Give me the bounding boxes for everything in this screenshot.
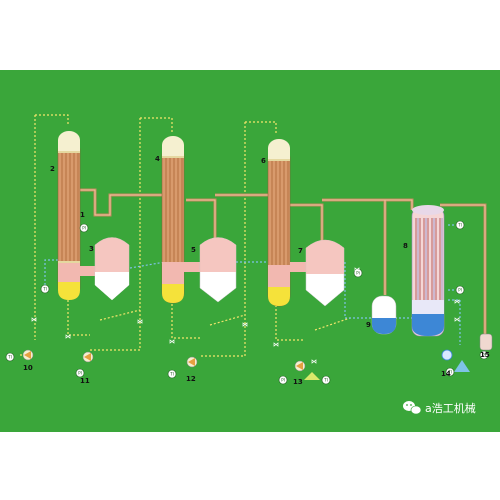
- instrument-tag: TI: [323, 378, 328, 383]
- instrument-tag: TI: [42, 287, 47, 292]
- separator-3: [290, 239, 345, 307]
- instrument-tags: TI PI TI PI TI PI TI PI TI PI TI PI: [7, 223, 486, 383]
- equipment-number: 14: [441, 370, 451, 378]
- valves: [31, 267, 460, 364]
- condenser: [411, 205, 445, 337]
- equipment-number: 11: [80, 377, 90, 385]
- instrument-tag: PI: [281, 378, 285, 383]
- instrument-tag: PI: [458, 288, 462, 293]
- vapor-pipes-highlight: [80, 189, 486, 338]
- equipment-number: 1: [80, 211, 85, 219]
- evaporator-3: [267, 139, 291, 307]
- feed-lines: [20, 114, 351, 357]
- instrument-bubbles: [5, 220, 489, 385]
- separator-1: [80, 237, 130, 301]
- equipment-number: 2: [50, 165, 55, 173]
- instrument-tag: TI: [169, 372, 174, 377]
- equipment-number: 7: [298, 247, 303, 255]
- instrument-tag: TI: [7, 355, 12, 360]
- watermark: a浩工机械: [403, 401, 476, 415]
- equipment-number: 15: [480, 351, 490, 359]
- instrument-tag: PI: [78, 371, 82, 376]
- instrument-tag: TI: [447, 370, 452, 375]
- pump-10: [22, 349, 34, 361]
- vacuum-pump-15: [479, 333, 493, 351]
- equipment-number: 8: [403, 242, 408, 250]
- pump-12: [186, 356, 198, 368]
- equipment-number: 13: [293, 378, 303, 386]
- instrument-tag: PI: [82, 226, 86, 231]
- pump-13: [294, 360, 320, 380]
- instrument-tag: TI: [457, 223, 462, 228]
- instrument-tag: PI: [356, 271, 360, 276]
- equipment-labels: 1 2 3 4 5 6 7 8 9 10 11 12 13 14 15: [23, 155, 490, 386]
- equipment-number: 6: [261, 157, 266, 165]
- condensate-tank: [371, 295, 397, 335]
- pump-14: [441, 349, 470, 372]
- equipment-number: 12: [186, 375, 196, 383]
- equipment-number: 10: [23, 364, 33, 372]
- instrument-tag: PI: [482, 353, 486, 358]
- cooling-lines: [44, 224, 461, 345]
- watermark-text: a浩工机械: [425, 401, 476, 415]
- equipment-number: 9: [366, 321, 371, 329]
- wechat-icon: [403, 401, 422, 415]
- separator-2: [184, 237, 237, 303]
- equipment-number: 3: [89, 245, 94, 253]
- evaporator-2: [161, 136, 185, 304]
- evaporator-1: [57, 131, 81, 300]
- equipment-number: 5: [191, 246, 196, 254]
- equipment-number: 4: [155, 155, 160, 163]
- pump-11: [82, 351, 94, 363]
